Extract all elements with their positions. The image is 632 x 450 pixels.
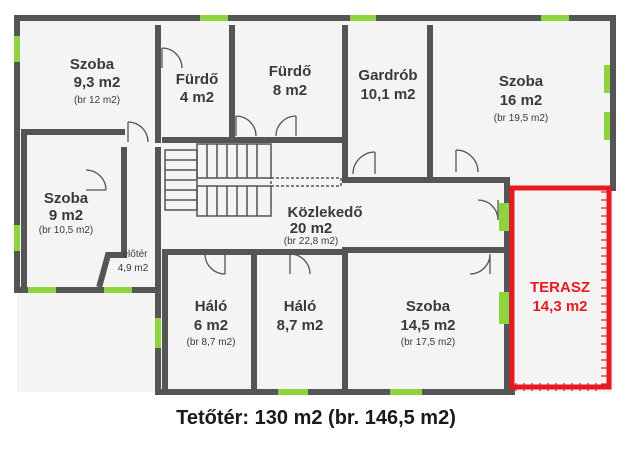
room-name: Szoba [499, 73, 544, 90]
windows [14, 15, 610, 395]
room-name: Szoba [70, 56, 115, 73]
room-name: előtér [122, 249, 148, 260]
room-gross: (br 10,5 m2) [39, 225, 93, 236]
room-area: 4 m2 [180, 89, 214, 106]
room-area: 6 m2 [194, 317, 228, 334]
room-gross: (br 22,8 m2) [284, 236, 338, 247]
room-gross: (br 19,5 m2) [494, 113, 548, 124]
room-name: Háló [195, 298, 228, 315]
staircase [164, 143, 342, 217]
floor-plan: Szoba 9,3 m2 (br 12 m2) Fürdő 4 m2 Fürdő… [14, 15, 616, 395]
room-gross: (br 17,5 m2) [401, 337, 455, 348]
room-area: 9 m2 [49, 207, 83, 224]
room-name: Szoba [44, 190, 89, 207]
room-area: 8 m2 [273, 82, 307, 99]
room-gross: (br 12 m2) [74, 95, 120, 106]
door-swings [85, 47, 499, 275]
room-area: 9,3 m2 [74, 74, 121, 91]
room-area: 10,1 m2 [360, 86, 415, 103]
terrace-hatch [515, 191, 611, 391]
room-area: 14,5 m2 [400, 317, 455, 334]
room-name: Szoba [406, 298, 451, 315]
room-name: Fürdő [269, 63, 312, 80]
room-name: Háló [284, 298, 317, 315]
terrace-name: TERASZ [530, 279, 590, 296]
room-name: Gardrób [358, 67, 417, 84]
room-name: Közlekedő [287, 204, 362, 221]
room-gross: (br 8,7 m2) [187, 337, 236, 348]
room-area: 16 m2 [500, 92, 543, 109]
room-area: 4,9 m2 [118, 263, 149, 274]
interior-wall [96, 147, 127, 288]
room-area: 20 m2 [290, 220, 333, 237]
floor-total-caption: Tetőtér: 130 m2 (br. 146,5 m2) [176, 407, 456, 429]
terrace-area: 14,3 m2 [532, 298, 587, 315]
room-area: 8,7 m2 [277, 317, 324, 334]
room-name: Fürdő [176, 71, 219, 88]
